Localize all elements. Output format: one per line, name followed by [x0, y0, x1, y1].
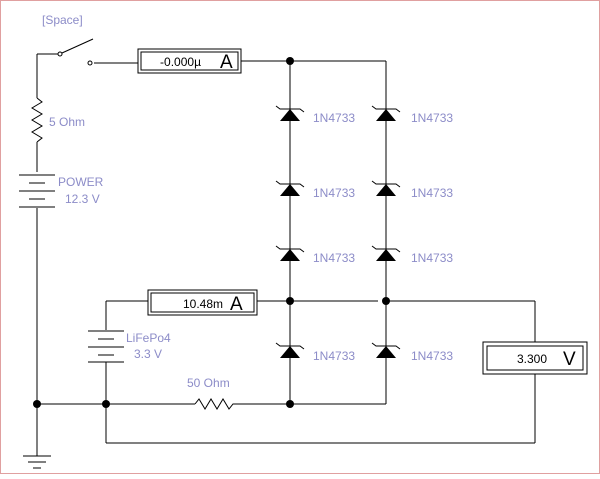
ammeter-mid-value: 10.48m [183, 297, 223, 311]
diode-right-3-body [376, 249, 396, 261]
junctions [33, 57, 390, 408]
junction-bottom-lifepo4 [102, 400, 110, 408]
resistor-top-label: 5 Ohm [49, 115, 85, 129]
junction-bottom-mid [286, 400, 294, 408]
diode-right-3-label: 1N4733 [411, 251, 453, 265]
diode-left-1-bar [275, 105, 305, 113]
ammeter-top-value: -0.000µ [160, 55, 201, 69]
zener-diode-left-1: 1N4733 [275, 105, 355, 125]
diode-right-2-bar [371, 180, 401, 188]
diode-right-3-bar [371, 245, 401, 253]
wires [36, 53, 536, 456]
resistor-top-symbol [31, 97, 43, 143]
diode-right-2-label: 1N4733 [411, 186, 453, 200]
battery-power: POWER 12.3 V [19, 174, 104, 208]
ground-symbol [23, 455, 51, 469]
zener-diode-left-2: 1N4733 [275, 180, 355, 200]
battery-lifepo4: LiFePo4 3.3 V [88, 330, 171, 363]
diode-left-1-label: 1N4733 [313, 111, 355, 125]
voltmeter-value: 3.300 [517, 352, 547, 366]
zener-diode-left-3: 1N4733 [275, 245, 355, 265]
battery-power-voltage: 12.3 V [65, 192, 100, 206]
voltmeter-inner [486, 345, 584, 371]
resistor-bottom-symbol [194, 398, 237, 410]
diode-left-2-label: 1N4733 [313, 186, 355, 200]
switch-contact-left [57, 51, 63, 57]
diode-left-2-bar [275, 180, 305, 188]
ammeter-mid-unit: A [230, 294, 243, 315]
diodes-left: 1N4733 1N4733 1N4733 1N4733 [275, 105, 355, 363]
switch[interactable]: [Space] [42, 13, 94, 66]
diode-right-1-body [376, 109, 396, 121]
ammeter-top-unit: A [220, 52, 233, 73]
zener-diode-right-1: 1N4733 [371, 105, 453, 125]
diode-right-2-body [376, 184, 396, 196]
voltmeter[interactable]: 3.300 V [482, 341, 588, 375]
junction-bottom-left [33, 400, 41, 408]
ammeter-top-inner [140, 51, 239, 71]
junction-mid-left [286, 297, 294, 305]
diode-right-4-body [376, 346, 396, 358]
ammeter-top[interactable]: -0.000µ A [137, 48, 242, 74]
diode-left-4-label: 1N4733 [313, 349, 355, 363]
switch-contact-right [87, 60, 93, 66]
battery-lifepo4-voltage: 3.3 V [134, 347, 162, 361]
ammeter-mid-inner [150, 292, 255, 313]
diode-left-4-body [280, 346, 300, 358]
switch-blade[interactable] [61, 38, 94, 54]
diodes-right: 1N4733 1N4733 1N4733 1N4733 [371, 105, 453, 363]
diode-left-4-bar [275, 342, 305, 350]
junction-top [286, 57, 294, 65]
zener-diode-right-4: 1N4733 [371, 342, 453, 363]
voltmeter-unit: V [563, 349, 576, 370]
diode-left-2-body [280, 184, 300, 196]
resistor-bottom-label: 50 Ohm [187, 376, 230, 390]
diode-right-1-bar [371, 105, 401, 113]
junction-mid-right [382, 297, 390, 305]
zener-diode-right-2: 1N4733 [371, 180, 453, 200]
diode-left-3-bar [275, 245, 305, 253]
battery-lifepo4-name: LiFePo4 [126, 331, 171, 345]
resistor-bottom: 50 Ohm [187, 376, 237, 410]
switch-label: [Space] [42, 13, 83, 27]
diode-right-4-label: 1N4733 [411, 349, 453, 363]
zener-diode-left-4: 1N4733 [275, 342, 355, 363]
zener-diode-right-3: 1N4733 [371, 245, 453, 265]
diode-left-3-label: 1N4733 [313, 251, 355, 265]
resistor-top: 5 Ohm [31, 97, 85, 143]
diode-right-4-bar [371, 342, 401, 350]
diode-right-1-label: 1N4733 [411, 111, 453, 125]
ammeter-mid[interactable]: 10.48m A [147, 289, 258, 316]
diode-left-1-body [280, 109, 300, 121]
battery-power-name: POWER [58, 175, 104, 189]
diode-left-3-body [280, 249, 300, 261]
